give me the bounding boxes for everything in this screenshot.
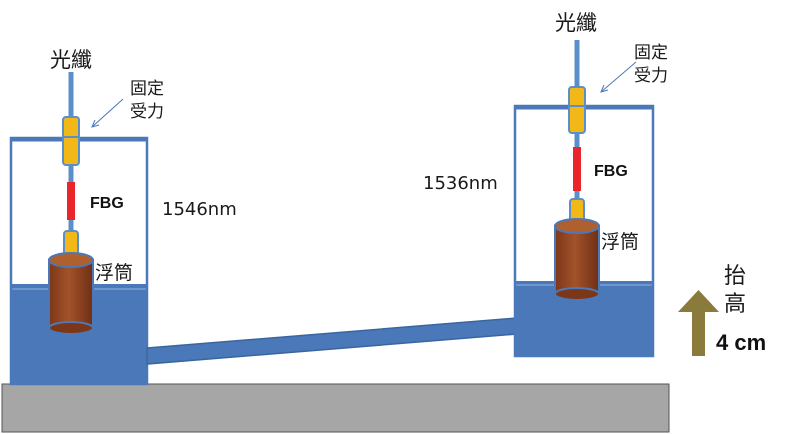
right-float-top	[554, 218, 600, 234]
right-fbg-label: FBG	[594, 163, 628, 180]
lift-amount: 4 cm	[716, 330, 766, 355]
left-fbg-label: FBG	[90, 195, 124, 212]
left-float-connector	[63, 230, 79, 256]
right-top-connector	[568, 86, 586, 134]
left-fbg	[67, 182, 75, 220]
left-top-connector	[62, 116, 80, 166]
right-tank-group	[513, 40, 655, 358]
lift-arrow	[678, 290, 719, 356]
left-float-top	[48, 252, 94, 268]
right-fixed-label-line1: 固定	[634, 43, 668, 63]
base-platform	[1, 383, 670, 433]
left-float	[48, 259, 94, 329]
connecting-pipe	[146, 317, 518, 365]
left-float-label: 浮筒	[95, 262, 133, 284]
right-fiber-label: 光纖	[555, 11, 597, 35]
right-wavelength: 1536nm	[423, 173, 498, 194]
left-fiber-label: 光纖	[50, 48, 92, 72]
right-fixed-pointer	[600, 61, 637, 93]
right-fixed-label-line2: 受力	[634, 66, 668, 86]
right-fbg	[573, 147, 581, 191]
lift-label-line1: 抬	[724, 264, 746, 289]
left-tank-group	[9, 72, 149, 386]
left-fixed-label-line2: 受力	[130, 102, 164, 122]
right-float	[554, 225, 600, 295]
left-fixed-label-line1: 固定	[130, 79, 164, 99]
left-fixed-pointer	[91, 98, 124, 128]
right-float-label: 浮筒	[601, 231, 639, 253]
left-wavelength: 1546nm	[162, 199, 237, 220]
lift-label-line2: 高	[724, 292, 746, 317]
